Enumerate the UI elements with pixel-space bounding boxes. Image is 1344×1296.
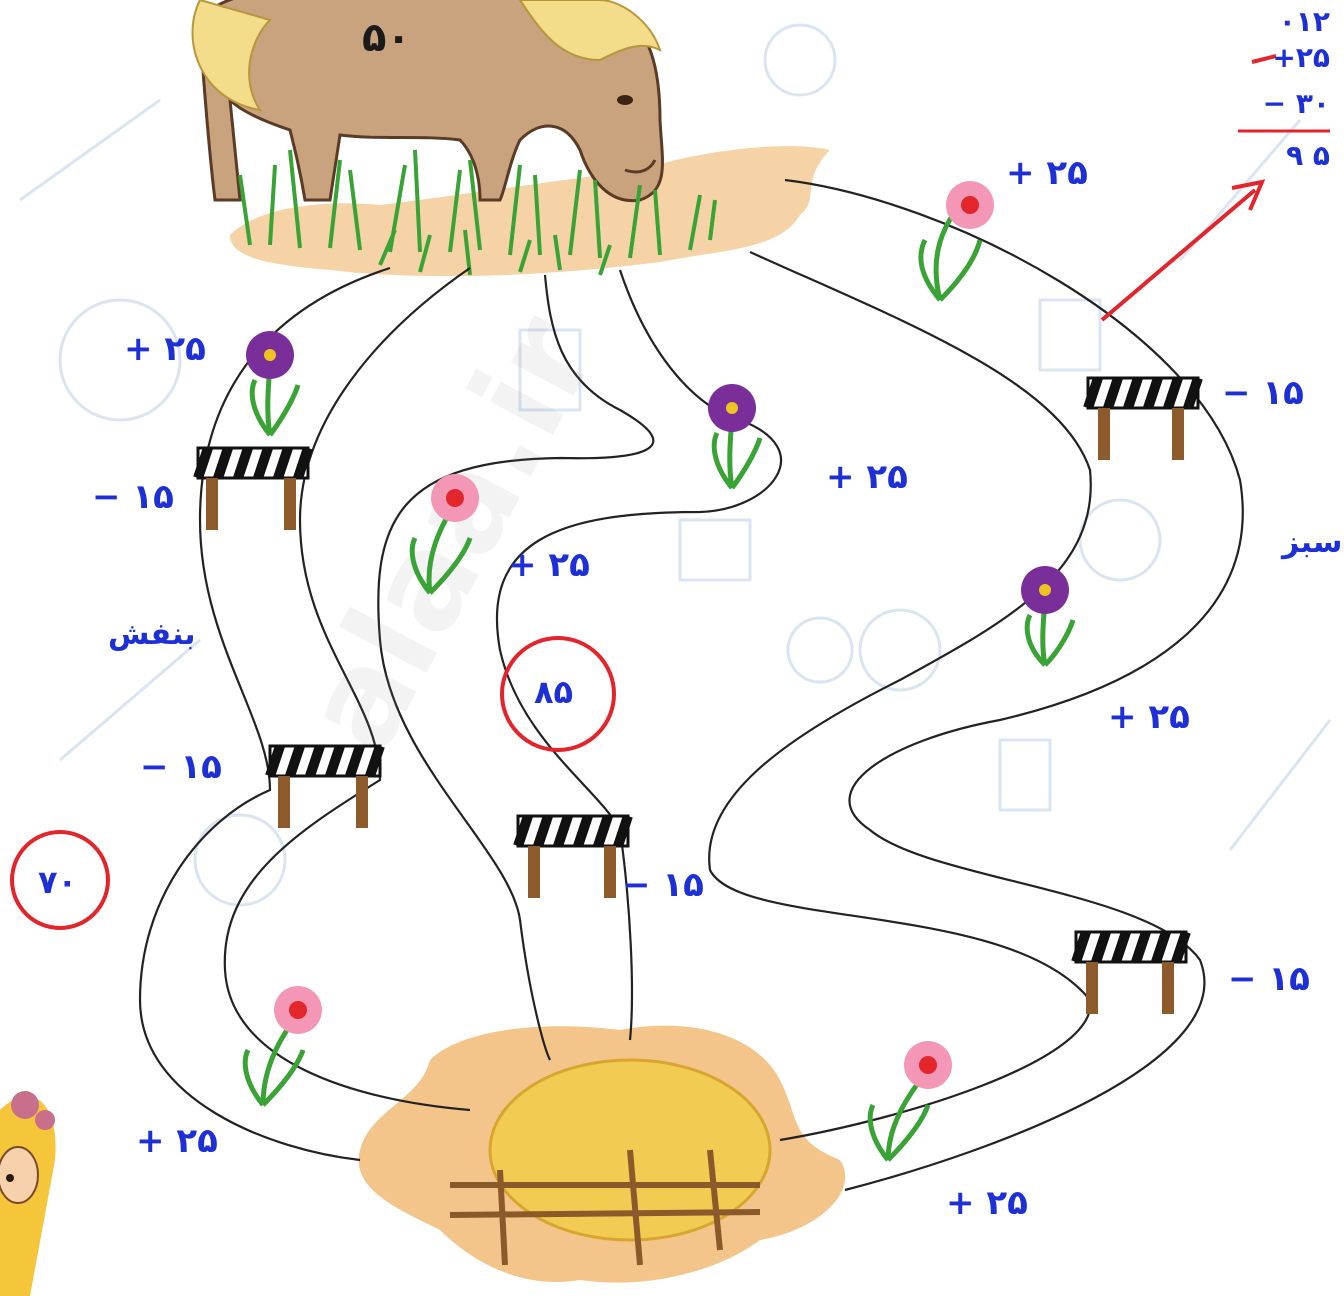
flower-pink [242,986,322,1107]
horse-illustration [191,0,664,203]
flower-pink [918,181,994,302]
minus-marker: − ۱۵ [140,747,222,787]
plus-marker: + ۲۵ [946,1183,1028,1223]
plus-marker: + ۲۵ [508,545,590,585]
flower-pink [867,1041,952,1162]
calc-line-1: ۰۱۲ [1278,5,1330,38]
circled-result-left: ۷۰ [38,863,78,901]
horse-label: ۵۰ [362,15,411,61]
hurdle [1071,930,1191,1014]
minus-marker: − ۱۵ [92,477,174,517]
minus-marker: − ۱۵ [1222,373,1304,413]
hurdle [265,744,385,828]
hurdle [1083,376,1203,460]
flowers [242,181,1076,1162]
hurdle [193,446,313,530]
flower-pink [409,474,479,595]
hurdle [513,814,633,898]
circle-annotation-left [10,830,110,930]
plus-marker: + ۲۵ [124,329,206,369]
calc-line-3: − ۳۰ [1262,87,1330,120]
red-annotations [10,54,1330,930]
calc-strike [1251,54,1277,64]
path-color-word-green: سبز [1282,525,1343,560]
plus-marker: + ۲۵ [1108,697,1190,737]
plus-marker: + ۲۵ [1006,153,1088,193]
flower-purple [708,384,763,490]
arrow-annotation [1100,188,1257,322]
watermark: alaa.ir [273,292,626,775]
circled-result-middle: ۸۵ [534,673,574,711]
flower-purple [246,331,301,437]
minus-marker: − ۱۵ [622,865,704,905]
hurdles [193,376,1203,1014]
plus-marker: + ۲۵ [826,457,908,497]
horse-ground [230,146,830,277]
hay-fence [449,1149,761,1266]
path-color-word-purple: بنفش [108,617,196,652]
flower-purple [1021,566,1076,667]
minus-marker: − ۱۵ [1228,959,1310,999]
circle-annotation-middle [500,636,616,752]
calc-line-2: +۲۵ [1272,41,1330,74]
plus-marker: + ۲۵ [136,1121,218,1161]
grass-tufts [238,149,717,276]
calc-result: ۹ ۵ [1286,139,1330,172]
background-doodles [19,23,1332,907]
girl-character [0,1091,56,1296]
